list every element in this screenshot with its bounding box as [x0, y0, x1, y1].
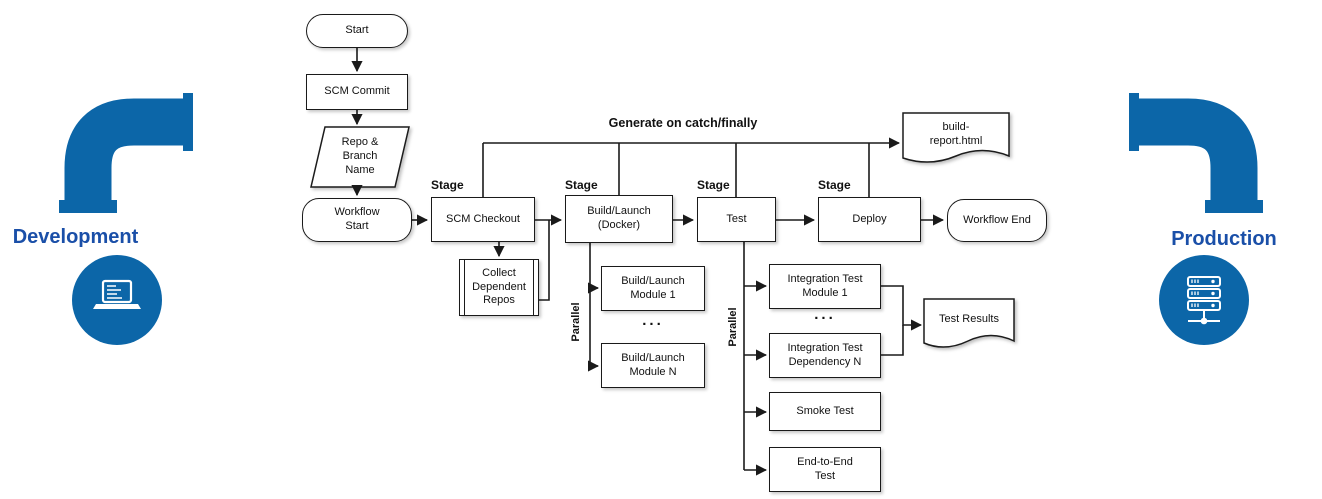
development-pipe: [59, 93, 193, 213]
test-results-document: [923, 298, 1015, 348]
build-report-document: [902, 112, 1010, 163]
stage-label-deploy: Stage: [818, 178, 851, 192]
ellipsis-build-modules: ...: [642, 312, 664, 329]
development-circle: [72, 255, 162, 345]
node-integration-test-n: Integration Test Dependency N: [769, 333, 881, 378]
edge-catch-verticals: [482, 143, 870, 197]
stage-label-test: Stage: [697, 178, 730, 192]
node-repo-branch: Repo & Branch Name: [341, 136, 379, 176]
node-build-report: build- report.html: [929, 121, 983, 147]
catch-finally-annotation: Generate on catch/finally: [608, 116, 758, 130]
parallel-label-test: Parallel: [727, 307, 739, 347]
production-label: Production: [1171, 228, 1277, 250]
connector-lines: [351, 48, 945, 476]
development-label: Development: [12, 226, 139, 248]
node-workflow-start: Workflow Start: [302, 198, 412, 242]
stage-label-checkout: Stage: [431, 178, 464, 192]
node-integration-test-1: Integration Test Module 1: [769, 264, 881, 309]
node-workflow-end: Workflow End: [947, 199, 1047, 242]
edge-intN-results: [881, 325, 904, 356]
edge-collect-return: [539, 220, 550, 301]
node-scm-checkout: SCM Checkout: [431, 197, 535, 242]
production-pipe: [1129, 93, 1263, 213]
laptop-icon: [93, 279, 141, 309]
node-end-to-end-test: End-to-End Test: [769, 447, 881, 492]
stage-label-build: Stage: [565, 178, 598, 192]
node-start: Start: [306, 14, 408, 48]
ellipsis-integration-tests: ...: [814, 306, 836, 323]
node-scm-commit: SCM Commit: [306, 74, 408, 110]
node-test: Test: [697, 197, 776, 242]
node-build-module-n: Build/Launch Module N: [601, 343, 705, 388]
node-build-launch-docker: Build/Launch (Docker): [565, 195, 673, 243]
parallel-label-build: Parallel: [570, 302, 582, 342]
edge-int1-results: [881, 285, 923, 331]
node-test-results: Test Results: [939, 313, 999, 326]
node-build-module-1: Build/Launch Module 1: [601, 266, 705, 311]
node-collect-dependent-repos: Collect Dependent Repos: [459, 259, 539, 316]
server-icon: [1187, 276, 1221, 325]
node-deploy: Deploy: [818, 197, 921, 242]
node-smoke-test: Smoke Test: [769, 392, 881, 431]
repo-branch-parallelogram: [310, 126, 410, 188]
